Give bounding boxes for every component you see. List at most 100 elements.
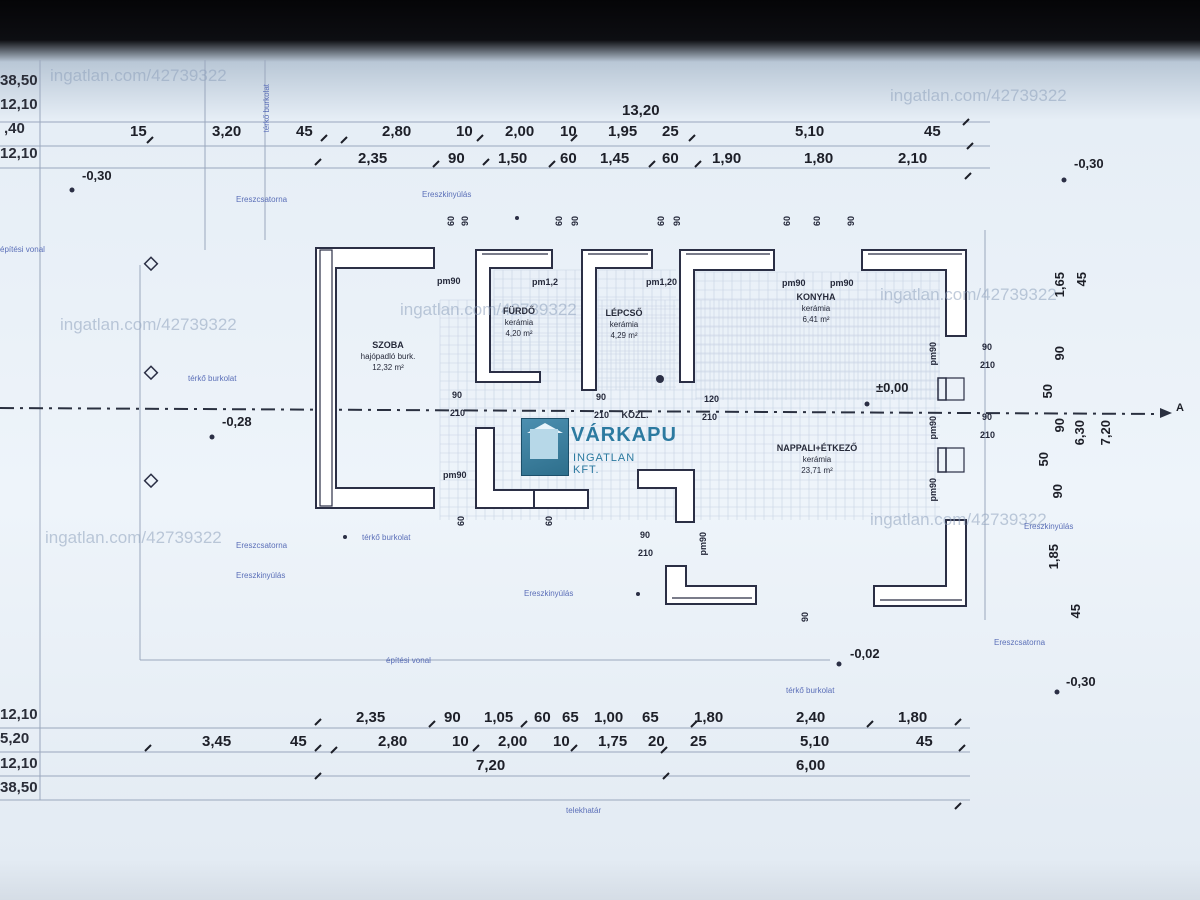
window-label: 90 [800, 612, 810, 623]
watermark: ingatlan.com/42739322 [870, 510, 1047, 529]
room-name: SZOBA [372, 340, 404, 350]
watermark: ingatlan.com/42739322 [50, 66, 227, 85]
room-finish: kerámia [801, 304, 831, 313]
right-dim: 50 [1036, 452, 1051, 467]
eave-label: Ereszkinyúlás [236, 571, 286, 580]
bottom-dim: 20 [648, 733, 665, 750]
top-dim: 2,00 [505, 123, 535, 140]
bottom-dim: 2,35 [356, 709, 386, 726]
parapet-label: pm90 [698, 532, 708, 556]
paving-label: térkő burkolat [786, 686, 835, 695]
window-label: 90 [460, 216, 470, 227]
watermark: ingatlan.com/42739322 [60, 315, 237, 334]
room-name: KÖZL. [621, 410, 649, 420]
bottom-dim: 90 [444, 709, 461, 726]
top-dim: 60 [662, 150, 679, 167]
building-line-label: építési vonal [0, 245, 45, 254]
bottom-dim: 3,45 [202, 733, 232, 750]
top-dim: 1,50 [498, 150, 528, 167]
room-furdo: FÜRDŐ kerámia 4,20 m² [494, 306, 544, 339]
bottom-dim: 7,20 [476, 757, 506, 774]
top-dim: 45 [296, 123, 313, 140]
bottom-dim: 6,00 [796, 757, 826, 774]
left-dim: 12,10 [0, 755, 38, 772]
parapet-label: pm90 [830, 278, 854, 288]
section-mark-label: A [1176, 402, 1184, 414]
right-dim: 90 [1050, 484, 1065, 499]
left-dim: 5,20 [0, 730, 30, 747]
room-area: 12,32 m² [372, 363, 404, 372]
door-width: 90 [596, 392, 607, 402]
house-icon [527, 423, 563, 433]
parapet-label: pm90 [437, 276, 461, 286]
door-height: 210 [980, 360, 996, 370]
section-arrow [1160, 408, 1172, 418]
gutter-label: Ereszcsatorna [236, 541, 288, 550]
bottom-dim: 1,80 [694, 709, 724, 726]
window-label: 60 [782, 216, 792, 227]
gutter-label: Ereszcsatorna [236, 195, 288, 204]
top-dim: 2,10 [898, 150, 928, 167]
watermark: ingatlan.com/42739322 [400, 300, 577, 319]
window-label: 90 [570, 216, 580, 227]
bottom-dim: 1,00 [594, 709, 624, 726]
window-label: 90 [672, 216, 682, 227]
left-dim-4: 12,10 [0, 145, 38, 162]
door-height: 210 [594, 410, 610, 420]
top-dim: 1,45 [600, 150, 630, 167]
level-mark: -0,30 [1074, 156, 1104, 171]
room-area: 4,29 m² [610, 331, 638, 340]
left-dim-3: ,40 [4, 120, 25, 137]
paving-label: térkő burkolat [362, 533, 411, 542]
window-label: 60 [812, 216, 822, 227]
parapet-label: pm90 [928, 342, 938, 366]
left-dim-1: 38,50 [0, 72, 38, 89]
right-dim: 90 [1052, 346, 1067, 361]
bottom-dim: 10 [553, 733, 570, 750]
right-dim: 6,30 [1072, 420, 1087, 446]
agency-subtitle: INGATLAN KFT. [573, 452, 636, 476]
door-width: 90 [452, 390, 463, 400]
left-dim: 38,50 [0, 779, 38, 796]
window-label: 60 [456, 516, 466, 527]
bottom-dim: 45 [916, 733, 933, 750]
door-width: 90 [982, 412, 993, 422]
top-dim: 1,80 [804, 150, 834, 167]
top-dim: 10 [456, 123, 473, 140]
vertical-paving-label: térkő burkolat [262, 84, 271, 133]
bottom-dim: 2,80 [378, 733, 408, 750]
tick-marks [144, 118, 974, 810]
room-nappali: NAPPALI+ÉTKEZŐ kerámia 23,71 m² [754, 443, 880, 476]
parapet-label: pm90 [928, 478, 938, 502]
agency-name: VÁRKAPU [571, 424, 677, 446]
bottom-dim: 65 [642, 709, 659, 726]
gutter-label: Ereszcsatorna [994, 638, 1046, 647]
plot-boundary-label: telekhatár [566, 806, 602, 815]
door-height: 210 [638, 548, 654, 558]
top-dim: 90 [448, 150, 465, 167]
room-finish: hajópadló burk. [360, 352, 416, 361]
window-label: 60 [446, 216, 456, 227]
parapet-label: pm90 [782, 278, 806, 288]
top-dim: 2,80 [382, 123, 412, 140]
room-szoba: SZOBA hajópadló burk. 12,32 m² [348, 340, 428, 373]
door-height: 210 [702, 412, 718, 422]
door-width: 90 [982, 342, 993, 352]
room-finish: kerámia [802, 455, 832, 464]
room-finish: kerámia [504, 318, 534, 327]
level-mark: -0,30 [82, 168, 112, 183]
level-mark: -0,28 [222, 414, 252, 429]
bottom-dim: 10 [452, 733, 469, 750]
left-dim: 12,10 [0, 706, 38, 723]
walls [315, 247, 967, 607]
top-dim: 3,20 [212, 123, 242, 140]
room-lepcso: LÉPCSŐ kerámia 4,29 m² [600, 308, 648, 341]
right-dim: 45 [1074, 272, 1089, 287]
top-dim: 2,35 [358, 150, 388, 167]
overall-width: 13,20 [622, 102, 660, 119]
right-dim: 7,20 [1098, 420, 1113, 446]
door-width: 120 [704, 394, 720, 404]
window-label: 90 [846, 216, 856, 227]
